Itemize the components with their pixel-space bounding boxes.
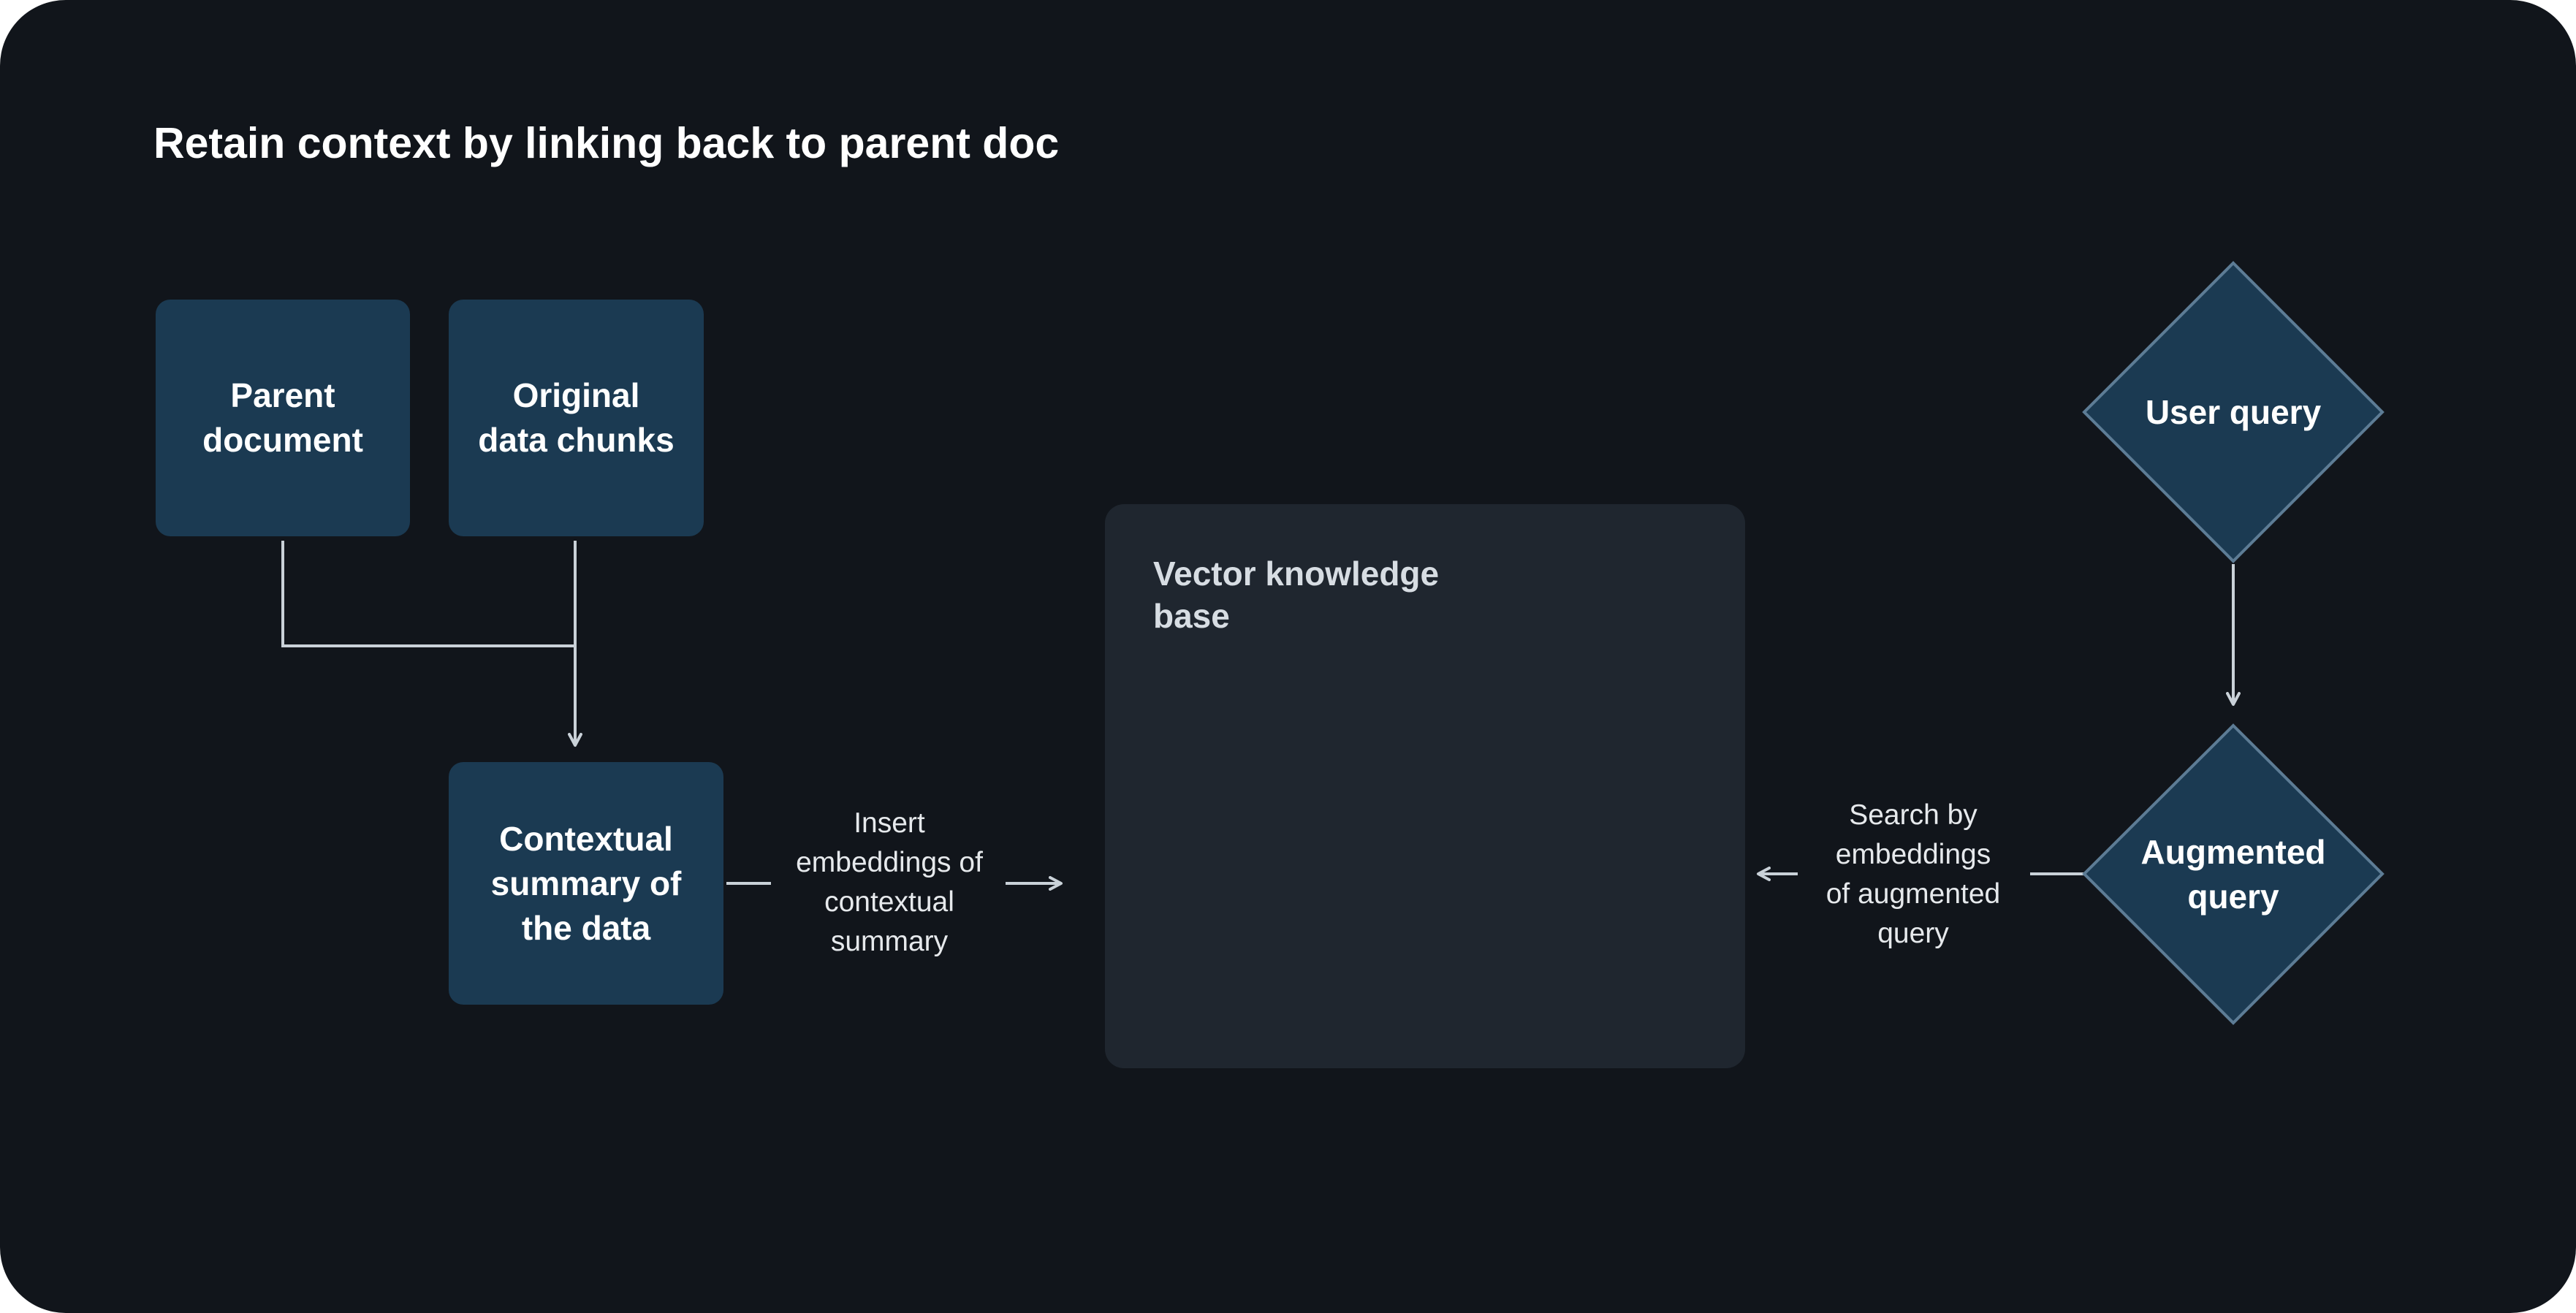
user-query-diamond [2082,261,2385,563]
parent-document-label: Parent document [202,376,363,459]
contextual-summary-node: Contextual summary of the data [449,762,723,1005]
parent-document-node: Parent document [156,300,410,536]
search-edge-label: Search by embeddings of augmented query [1825,799,2001,949]
original-chunks-node: Original data chunks [449,300,704,536]
insert-edge-label: Insert embeddings of contextual summary [796,807,983,957]
user-query-label: User query [2145,392,2322,431]
augmented-query-diamond [2082,723,2385,1025]
knowledge-base-panel: Vector knowledge base [1105,504,1745,1068]
augmented-query-label: Augmented query [2140,833,2326,916]
contextual-summary-label: Contextual summary of the data [490,819,682,947]
diagram-title: Retain context by linking back to parent… [153,119,1060,167]
original-chunks-label: Original data chunks [478,376,675,459]
knowledge-base-label: Vector knowledge base [1153,555,1440,635]
merge-connector [281,541,582,747]
